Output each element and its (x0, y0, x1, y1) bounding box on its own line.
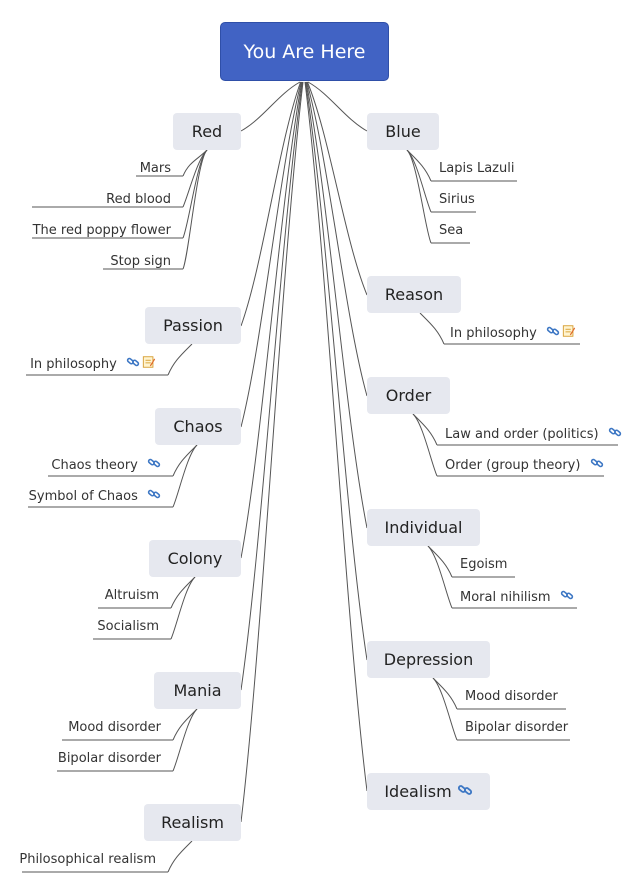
subtopic-label: Chaos theory (51, 458, 138, 473)
note-icon[interactable] (142, 355, 156, 374)
topic-idealism[interactable]: Idealism (367, 773, 490, 810)
subtopic[interactable]: Order (group theory) (445, 456, 604, 475)
subtopic[interactable]: Bipolar disorder (57, 751, 161, 766)
connector-line (305, 81, 368, 661)
subtopic-label: Order (group theory) (445, 458, 581, 473)
connector-line (432, 677, 458, 741)
subtopic[interactable]: Egoism (460, 557, 508, 572)
link-icon[interactable] (608, 425, 622, 444)
topic-colony[interactable]: Colony (149, 540, 241, 577)
topic-label: Colony (167, 549, 223, 568)
connector-line (427, 545, 453, 609)
link-icon[interactable] (560, 588, 574, 607)
connector-line (240, 81, 303, 691)
subtopic[interactable]: The red poppy flower (32, 223, 171, 238)
subtopic[interactable]: Chaos theory (51, 456, 161, 475)
connector-line (240, 81, 304, 823)
subtopic[interactable]: Bipolar disorder (465, 720, 569, 735)
link-icon[interactable] (147, 487, 161, 506)
connector-line (304, 81, 368, 792)
topic-label: Reason (384, 285, 444, 304)
subtopic[interactable]: Sea (439, 223, 464, 238)
link-icon[interactable] (147, 456, 161, 475)
topic-red[interactable]: Red (173, 113, 241, 150)
subtopic-label: Moral nihilism (460, 590, 551, 605)
subtopic-label: In philosophy (450, 326, 537, 341)
topic-label: Individual (384, 518, 463, 537)
topic-blue[interactable]: Blue (367, 113, 439, 150)
topic-chaos[interactable]: Chaos (155, 408, 241, 445)
subtopic-label: Law and order (politics) (445, 427, 599, 442)
root-topic[interactable]: You Are Here (220, 22, 389, 81)
connector-line (306, 81, 368, 296)
subtopic[interactable]: Mood disorder (68, 720, 161, 735)
topic-order[interactable]: Order (367, 377, 450, 414)
connector-line (240, 81, 302, 327)
topic-label: Passion (163, 316, 223, 335)
connector-line (172, 708, 198, 772)
subtopic-label: In philosophy (30, 357, 117, 372)
topic-label: Mania (173, 681, 222, 700)
subtopic[interactable]: Law and order (politics) (445, 425, 622, 444)
topic-label: Chaos (173, 417, 223, 436)
connector-line (307, 81, 368, 132)
link-icon[interactable] (126, 355, 140, 374)
subtopic[interactable]: Moral nihilism (460, 588, 574, 607)
subtopic[interactable]: Symbol of Chaos (29, 487, 161, 506)
connector-line (306, 81, 368, 397)
connector-line (172, 444, 198, 508)
topic-label: Idealism (384, 782, 452, 801)
connector-line (412, 413, 438, 477)
root-topic-label: You Are Here (243, 40, 366, 63)
connector-line (240, 81, 301, 132)
topic-depression[interactable]: Depression (367, 641, 490, 678)
connector-line (419, 312, 445, 345)
connector-line (406, 149, 432, 244)
subtopic[interactable]: Mars (139, 161, 171, 176)
topic-individual[interactable]: Individual (367, 509, 480, 546)
subtopic[interactable]: Sirius (439, 192, 475, 207)
topic-label: Blue (385, 122, 421, 141)
subtopic[interactable]: Red blood (106, 192, 171, 207)
connector-line (182, 149, 208, 270)
link-icon[interactable] (457, 782, 473, 802)
topic-realism[interactable]: Realism (144, 804, 241, 841)
subtopic[interactable]: Stop sign (110, 254, 171, 269)
connector-line (182, 149, 208, 239)
connector-line (167, 343, 193, 376)
topic-label: Order (385, 386, 432, 405)
topic-label: Realism (161, 813, 224, 832)
subtopic[interactable]: Altruism (104, 588, 159, 603)
subtopic[interactable]: Mood disorder (465, 689, 558, 704)
connector-line (170, 576, 196, 640)
topic-mania[interactable]: Mania (154, 672, 241, 709)
subtopic[interactable]: Socialism (97, 619, 159, 634)
subtopic[interactable]: In philosophy (450, 324, 576, 343)
connector-line (167, 840, 193, 873)
connector-line (406, 149, 432, 213)
topic-reason[interactable]: Reason (367, 276, 461, 313)
topic-label: Red (191, 122, 223, 141)
link-icon[interactable] (590, 456, 604, 475)
connector-line (305, 81, 368, 529)
subtopic-label: Symbol of Chaos (28, 489, 138, 504)
link-icon[interactable] (546, 324, 560, 343)
note-icon[interactable] (562, 324, 576, 343)
connector-line (240, 81, 302, 428)
topic-passion[interactable]: Passion (145, 307, 241, 344)
connector-line (240, 81, 303, 559)
subtopic[interactable]: In philosophy (30, 355, 156, 374)
topic-label: Depression (383, 650, 474, 669)
subtopic[interactable]: Lapis Lazuli (439, 161, 515, 176)
subtopic[interactable]: Philosophical realism (19, 852, 156, 867)
